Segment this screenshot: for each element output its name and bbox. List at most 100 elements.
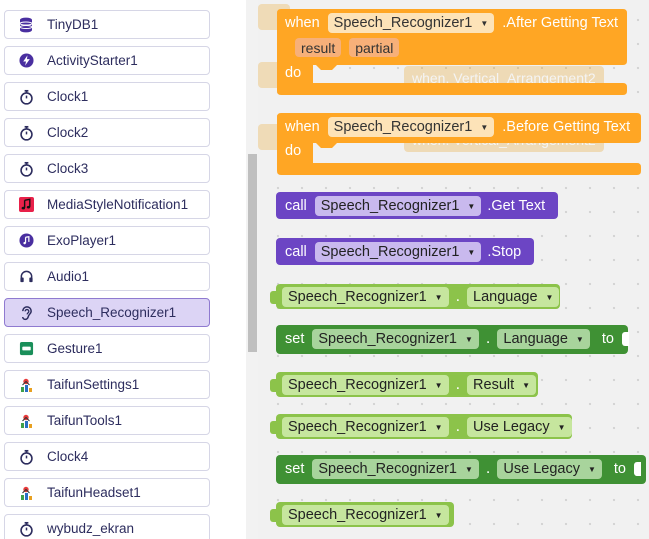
component-dropdown[interactable]: Speech_Recognizer1 ▼ xyxy=(314,196,482,216)
component-name: Speech_Recognizer1 xyxy=(320,244,460,260)
chevron-down-icon: ▼ xyxy=(522,380,531,390)
output-connector xyxy=(270,290,277,304)
component-name: Speech_Recognizer1 xyxy=(333,15,473,31)
chevron-down-icon: ▼ xyxy=(575,334,584,344)
extension-icon xyxy=(18,485,34,501)
component-label: Gesture1 xyxy=(47,341,103,356)
component-label: MediaStyleNotification1 xyxy=(47,197,189,212)
property-dropdown[interactable]: Use Legacy▼ xyxy=(497,459,602,479)
component-name: Speech_Recognizer1 xyxy=(320,198,460,214)
stopwatch-icon xyxy=(18,125,34,141)
property-name: Use Legacy xyxy=(503,461,580,477)
component-item-activitystarter1[interactable]: ActivityStarter1 xyxy=(4,46,210,75)
music-note-icon xyxy=(18,197,34,213)
event-name: .After Getting Text xyxy=(502,15,619,31)
param-partial[interactable]: partial xyxy=(349,38,400,57)
event-block-before-getting-text[interactable]: when Speech_Recognizer1▼ .Before Getting… xyxy=(277,113,641,175)
chevron-down-icon: ▼ xyxy=(480,18,489,28)
do-keyword: do xyxy=(285,65,302,81)
component-item-wybudz-ekran[interactable]: wybudz_ekran xyxy=(4,514,210,539)
property-dropdown[interactable]: Language ▼ xyxy=(497,329,590,349)
chevron-down-icon: ▼ xyxy=(480,122,489,132)
when-keyword: when xyxy=(285,15,320,31)
component-dropdown[interactable]: Speech_Recognizer1 ▼ xyxy=(282,505,449,525)
chevron-down-icon: ▼ xyxy=(467,247,476,257)
component-label: TaifunSettings1 xyxy=(47,377,140,392)
getter-block-result[interactable]: Speech_Recognizer1 ▼ . Result▼ xyxy=(270,372,538,397)
output-connector xyxy=(270,508,277,522)
ear-icon xyxy=(18,305,34,321)
component-item-clock3[interactable]: Clock3 xyxy=(4,154,210,183)
getter-block-use-legacy[interactable]: Speech_Recognizer1▼ . Use Legacy▼ xyxy=(270,414,572,439)
component-dropdown[interactable]: Speech_Recognizer1▼ xyxy=(312,459,479,479)
component-dropdown[interactable]: Speech_Recognizer1 ▼ xyxy=(314,242,482,262)
component-name: Speech_Recognizer1 xyxy=(333,119,473,135)
component-item-gesture1[interactable]: Gesture1 xyxy=(4,334,210,363)
output-connector xyxy=(270,378,277,392)
to-keyword: to xyxy=(613,461,626,477)
component-label: Audio1 xyxy=(47,269,90,284)
component-label: Clock1 xyxy=(47,89,89,104)
dot-separator: . xyxy=(455,376,461,393)
component-label: Speech_Recognizer1 xyxy=(47,305,177,320)
call-keyword: call xyxy=(285,244,307,260)
music-disc-icon xyxy=(18,233,34,249)
component-item-mediastylenotification1[interactable]: MediaStyleNotification1 xyxy=(4,190,210,219)
component-dropdown[interactable]: Speech_Recognizer1 ▼ xyxy=(327,13,495,33)
chevron-down-icon: ▼ xyxy=(434,422,443,432)
method-name: .Get Text xyxy=(487,198,546,214)
param-result[interactable]: result xyxy=(295,38,342,57)
component-dropdown[interactable]: Speech_Recognizer1▼ xyxy=(282,287,449,307)
set-keyword: set xyxy=(285,461,305,477)
property-dropdown[interactable]: Language▼ xyxy=(467,287,560,307)
extension-icon xyxy=(18,413,34,429)
property-dropdown[interactable]: Use Legacy▼ xyxy=(467,417,572,437)
scrollbar-thumb[interactable] xyxy=(248,154,257,352)
set-keyword: set xyxy=(285,331,305,347)
component-dropdown[interactable]: Speech_Recognizer1 ▼ xyxy=(282,375,449,395)
component-name: Speech_Recognizer1 xyxy=(288,377,427,393)
setter-block-language[interactable]: set Speech_Recognizer1▼ . Language▼ to xyxy=(276,325,629,354)
input-socket[interactable] xyxy=(621,332,629,346)
component-label: TaifunTools1 xyxy=(47,413,123,428)
component-dropdown[interactable]: Speech_Recognizer1▼ xyxy=(312,329,479,349)
method-block-stop[interactable]: call Speech_Recognizer1 ▼ .Stop xyxy=(276,238,534,265)
database-icon xyxy=(18,17,34,33)
property-dropdown[interactable]: Result▼ xyxy=(467,375,537,395)
component-label: Clock2 xyxy=(47,125,89,140)
component-block[interactable]: Speech_Recognizer1 ▼ xyxy=(270,502,454,527)
component-item-clock1[interactable]: Clock1 xyxy=(4,82,210,111)
event-name: .Before Getting Text xyxy=(502,119,631,135)
component-item-tinydb1[interactable]: TinyDB1 xyxy=(4,10,210,39)
component-label: TaifunHeadset1 xyxy=(47,485,141,500)
component-item-clock4[interactable]: Clock4 xyxy=(4,442,210,471)
component-item-taifunsettings1[interactable]: TaifunSettings1 xyxy=(4,370,210,399)
component-name: Speech_Recognizer1 xyxy=(288,289,427,305)
component-dropdown[interactable]: Speech_Recognizer1 ▼ xyxy=(282,417,449,437)
method-name: .Stop xyxy=(487,244,522,260)
component-item-taifunheadset1[interactable]: TaifunHeadset1 xyxy=(4,478,210,507)
property-name: Language xyxy=(503,331,568,347)
chevron-down-icon: ▼ xyxy=(434,510,443,520)
setter-block-use-legacy[interactable]: set Speech_Recognizer1▼ . Use Legacy▼ to xyxy=(276,455,646,484)
components-panel: TinyDB1 ActivityStarter1 Clock1 Clock2 C… xyxy=(0,0,258,539)
method-block-get-text[interactable]: call Speech_Recognizer1▼ .Get Text xyxy=(276,192,558,219)
dot-separator: . xyxy=(485,460,491,477)
input-socket[interactable] xyxy=(633,462,641,476)
component-name: Speech_Recognizer1 xyxy=(288,419,427,435)
property-name: Language xyxy=(473,289,538,305)
component-name: Speech_Recognizer1 xyxy=(288,507,427,523)
extension-icon xyxy=(18,377,34,393)
chevron-down-icon: ▼ xyxy=(434,380,443,390)
component-dropdown[interactable]: Speech_Recognizer1 ▼ xyxy=(327,117,495,137)
component-item-speech-recognizer1[interactable]: Speech_Recognizer1 xyxy=(4,298,210,327)
chevron-down-icon: ▼ xyxy=(467,201,476,211)
component-item-clock2[interactable]: Clock2 xyxy=(4,118,210,147)
component-item-audio1[interactable]: Audio1 xyxy=(4,262,210,291)
component-item-exoplayer1[interactable]: ExoPlayer1 xyxy=(4,226,210,255)
event-block-after-getting-text[interactable]: when Speech_Recognizer1 ▼ .After Getting … xyxy=(277,9,627,95)
component-item-taifuntools1[interactable]: TaifunTools1 xyxy=(4,406,210,435)
getter-block-language[interactable]: Speech_Recognizer1▼ . Language▼ xyxy=(270,284,560,309)
to-keyword: to xyxy=(601,331,614,347)
blocks-workspace[interactable]: when. Vertical_Arrangement2 when. Vertic… xyxy=(258,0,649,539)
